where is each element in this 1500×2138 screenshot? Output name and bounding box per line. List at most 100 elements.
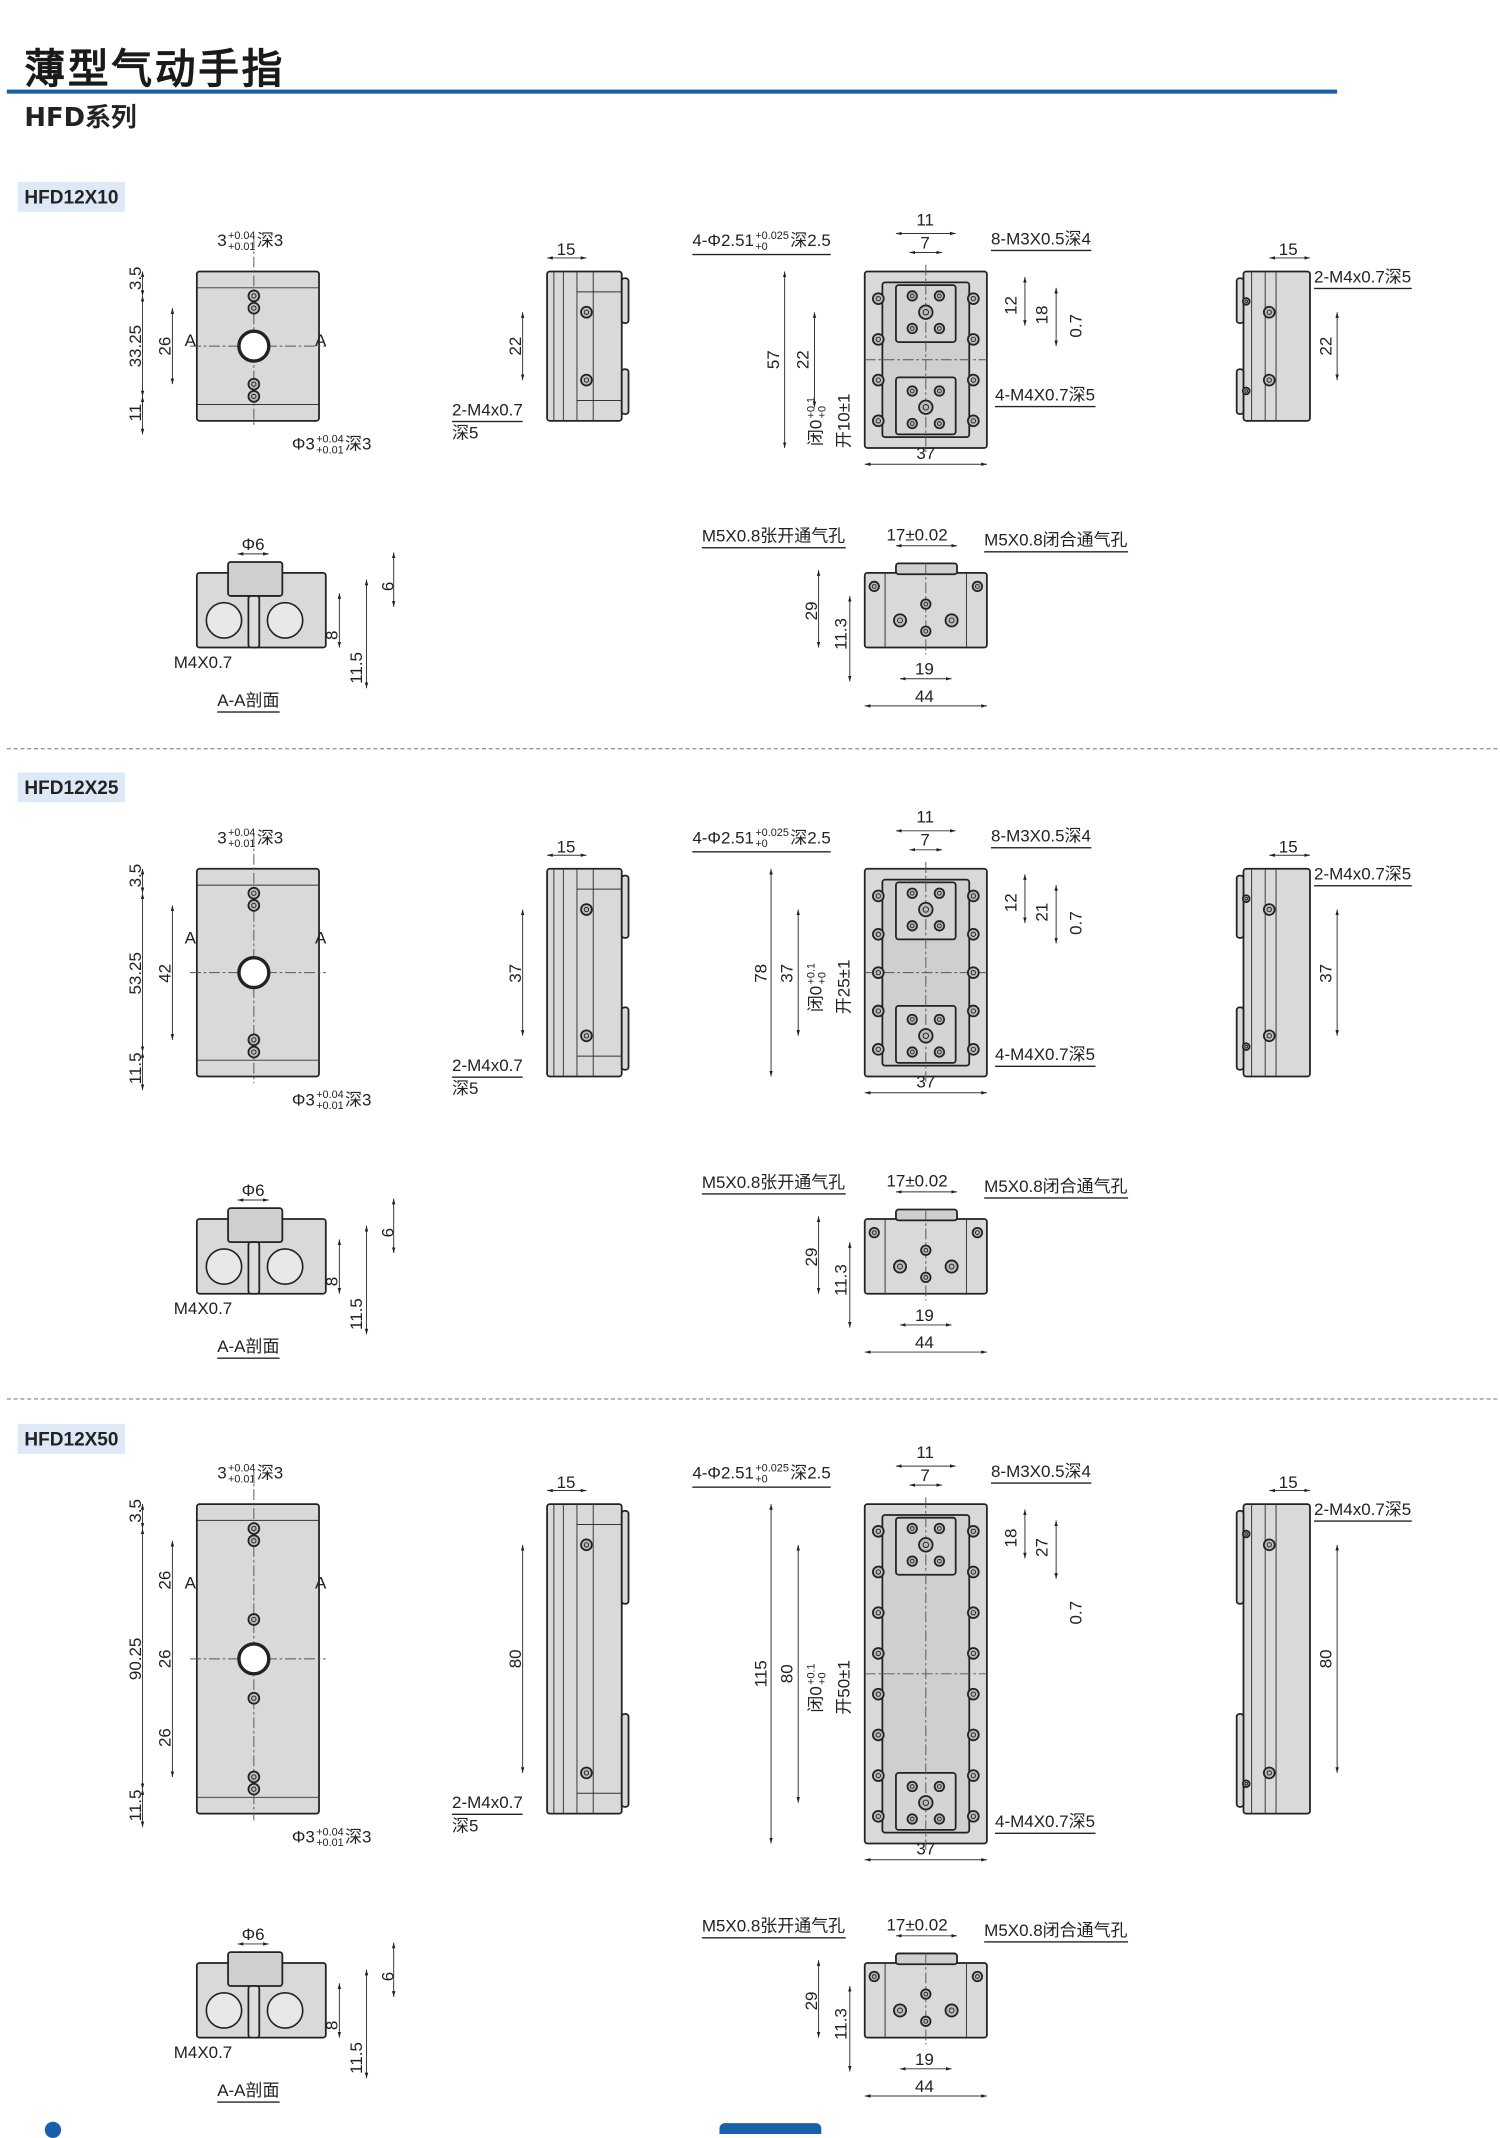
tap-hole-inner	[909, 293, 915, 299]
side-view	[520, 1488, 630, 1815]
back-hole-inner	[923, 1247, 929, 1253]
side-body	[546, 270, 623, 422]
close-port-label: M5X0.8闭合通气孔	[984, 532, 1128, 552]
tolerance-base: 4-Φ2.51	[692, 231, 754, 251]
mount-hole	[871, 1728, 885, 1742]
right-view	[1235, 1488, 1339, 1815]
mount-hole-inner	[970, 1046, 976, 1052]
section-bore	[205, 601, 243, 639]
side-hole-inner	[583, 1033, 590, 1039]
tolerance-upper: +0.025	[755, 229, 789, 242]
mount-hole-inner	[970, 931, 976, 937]
tap-hole-inner	[909, 1784, 915, 1789]
front-view	[140, 1470, 326, 1828]
open-stroke-label: 开50±1	[834, 1660, 854, 1715]
dimension-label: 80	[777, 1664, 797, 1684]
section-rod	[247, 1241, 261, 1295]
dimension-label: 0.7	[1066, 911, 1086, 935]
tolerance: +0.025+0	[755, 827, 789, 850]
tolerance-suffix: 深3	[345, 1090, 372, 1110]
depth-label: 深5	[452, 423, 479, 443]
series-title: HFD系列	[24, 103, 137, 134]
tolerance-base: Φ3	[291, 1090, 315, 1110]
pin-hole-inner	[251, 1786, 257, 1792]
tap-hole-inner	[909, 1017, 915, 1022]
mount-hole-inner	[875, 1732, 881, 1738]
right-body	[1242, 867, 1311, 1078]
pin-hole	[247, 301, 261, 315]
tolerance-upper: +0.04	[316, 433, 344, 446]
dimension-label: 37	[1316, 963, 1336, 983]
mount-hole-inner	[970, 1772, 976, 1779]
section-aa-view	[195, 1198, 396, 1335]
tolerance-upper: +0.025	[755, 1462, 789, 1475]
back-hole	[920, 1988, 932, 2000]
pin-hole	[247, 1613, 261, 1626]
mount-hole-inner	[875, 1610, 881, 1616]
mount-hole	[871, 1606, 885, 1620]
dimension-label: 11.5	[125, 1052, 145, 1085]
section-bore	[266, 1991, 304, 2029]
pin-hole-inner	[251, 1774, 257, 1780]
mount-hole	[871, 1524, 885, 1538]
dimension-label: 11	[125, 403, 145, 422]
tap-hole-inner	[937, 1816, 942, 1822]
mount-hole	[967, 927, 980, 941]
open-port	[893, 613, 908, 628]
dimension-label: 12	[1001, 893, 1021, 913]
mount-hole-inner	[875, 1528, 881, 1534]
mount-hole-inner	[970, 1650, 976, 1657]
back-mount-hole-inner	[975, 1230, 980, 1235]
back-hole	[920, 1271, 932, 1284]
mount-hole-inner	[875, 1691, 881, 1697]
tolerance-upper: +0.04	[227, 826, 256, 839]
right-hole	[1262, 1538, 1276, 1552]
back-tab	[895, 562, 958, 576]
dimension-label: 29	[801, 1991, 821, 2011]
pin-hole	[247, 1045, 261, 1059]
tolerance-lower: +0	[755, 837, 768, 850]
dimension-label: 19	[914, 659, 934, 679]
tap-hole-inner	[909, 1558, 915, 1564]
tap-hole-inner	[909, 326, 915, 331]
dimension-label: 29	[801, 601, 821, 621]
dimension-label: 22	[1316, 336, 1336, 356]
side-view	[520, 256, 630, 422]
mount-hole	[967, 333, 980, 346]
tap-hole	[906, 385, 918, 397]
mount-hole-inner	[970, 893, 976, 899]
tolerance-base: Φ3	[291, 1827, 315, 1847]
mount-hole-inner	[875, 336, 881, 343]
open-port	[893, 2003, 908, 2018]
pin-hole	[247, 390, 261, 403]
mount-hole	[871, 1687, 885, 1701]
right-small-hole-inner	[1244, 1044, 1249, 1049]
tolerance-lower: +0.01	[227, 240, 256, 253]
dimension-label: 15	[1278, 837, 1298, 857]
side-hole	[580, 373, 593, 387]
dimension-label: 3.5	[125, 266, 145, 291]
close-port-label: M5X0.8闭合通气孔	[984, 1922, 1128, 1942]
side-view	[520, 853, 630, 1078]
pin-hole	[247, 377, 261, 391]
tap-hole	[906, 887, 918, 899]
mount-hole-inner	[970, 418, 976, 424]
side-hole-inner	[583, 1770, 590, 1776]
right-hole	[1262, 305, 1276, 319]
tap-hole	[933, 1813, 946, 1825]
back-hole-inner	[923, 2018, 929, 2024]
dimension-label: 11	[916, 807, 934, 827]
closed-stroke-label: 闭0+0.1+0	[805, 396, 828, 446]
dimension-label: 19	[914, 2049, 934, 2069]
tolerance-base: 3	[217, 231, 227, 251]
dimension-label: 26	[155, 1728, 175, 1748]
jaw-pin-inner	[922, 1799, 930, 1806]
side-tab	[620, 1510, 630, 1605]
back-view	[816, 1190, 988, 1354]
dimension-label: 22	[506, 336, 526, 356]
model-badge: HFD12X10	[17, 181, 126, 212]
